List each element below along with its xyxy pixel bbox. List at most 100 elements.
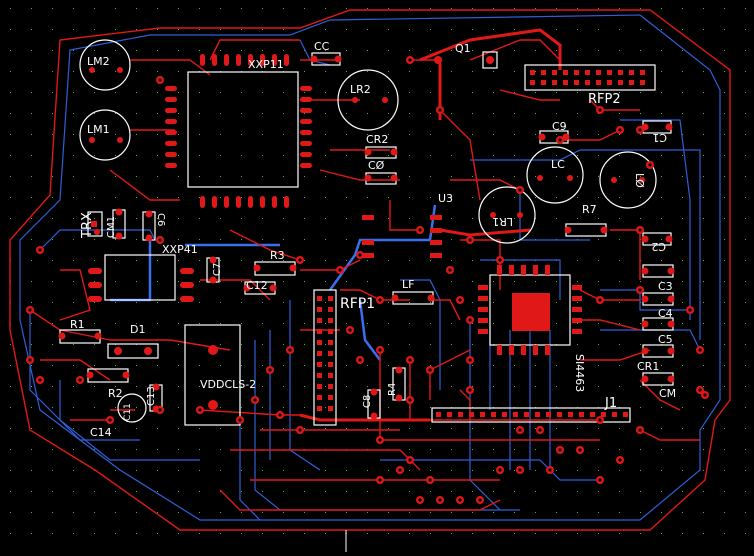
- grid-dot: [178, 113, 179, 114]
- grid-dot: [682, 344, 683, 345]
- grid-dot: [472, 8, 473, 9]
- component-si4463[interactable]: [478, 265, 582, 355]
- grid-dot: [682, 281, 683, 282]
- via-hole: [428, 368, 432, 372]
- grid-dot: [220, 386, 221, 387]
- grid-dot: [178, 134, 179, 135]
- grid-dot: [577, 260, 578, 261]
- grid-dot: [10, 512, 11, 513]
- component-xxp41[interactable]: [88, 254, 194, 302]
- grid-dot: [472, 92, 473, 93]
- grid-dot: [535, 50, 536, 51]
- grid-dot: [661, 323, 662, 324]
- via-hole: [238, 418, 242, 422]
- grid-dot: [262, 428, 263, 429]
- component-xxp11[interactable]: [165, 54, 312, 208]
- grid-dot: [283, 134, 284, 135]
- component-rfp2[interactable]: [524, 64, 656, 91]
- grid-dot: [94, 134, 95, 135]
- grid-dot: [640, 50, 641, 51]
- grid-dot: [556, 491, 557, 492]
- grid-dot: [52, 50, 53, 51]
- grid-dot: [346, 29, 347, 30]
- grid-dot: [346, 92, 347, 93]
- grid-dot: [220, 512, 221, 513]
- grid-dot: [451, 155, 452, 156]
- grid-dot: [535, 491, 536, 492]
- grid-dot: [514, 239, 515, 240]
- grid-dot: [451, 113, 452, 114]
- grid-dot: [10, 470, 11, 471]
- grid-dot: [619, 260, 620, 261]
- grid-dot: [493, 8, 494, 9]
- grid-dot: [220, 470, 221, 471]
- pad: [370, 412, 378, 420]
- grid-dot: [52, 92, 53, 93]
- grid-dot: [136, 155, 137, 156]
- passive-pads: [58, 55, 675, 420]
- grid-dot: [199, 239, 200, 240]
- grid-dot: [724, 29, 725, 30]
- grid-dot: [409, 113, 410, 114]
- grid-dot: [388, 176, 389, 177]
- via-hole: [438, 108, 442, 112]
- grid-dot: [619, 197, 620, 198]
- grid-dot: [472, 323, 473, 324]
- grid-dot: [52, 29, 53, 30]
- grid-dot: [745, 491, 746, 492]
- grid-dot: [535, 512, 536, 513]
- component-j1[interactable]: [431, 407, 631, 423]
- grid-dot: [682, 260, 683, 261]
- grid-dot: [619, 365, 620, 366]
- grid-dot: [724, 344, 725, 345]
- si-pad: [533, 345, 538, 355]
- pad: [665, 123, 673, 131]
- grid-dot: [241, 29, 242, 30]
- grid-dot: [556, 470, 557, 471]
- header-pad: [513, 412, 518, 417]
- grid-dot: [640, 29, 641, 30]
- grid-dot: [262, 50, 263, 51]
- grid-dot: [94, 302, 95, 303]
- header-pad: [469, 412, 474, 417]
- via-hole: [348, 328, 352, 332]
- grid-dot: [304, 8, 305, 9]
- grid-dot: [115, 428, 116, 429]
- grid-dot: [703, 428, 704, 429]
- grid-dot: [451, 218, 452, 219]
- grid-dot: [493, 428, 494, 429]
- label-c3: C3: [658, 280, 673, 293]
- header-pad: [328, 340, 333, 345]
- grid-dot: [52, 407, 53, 408]
- grid-dot: [94, 407, 95, 408]
- grid-dot: [241, 155, 242, 156]
- grid-dot: [472, 29, 473, 30]
- grid-dot: [304, 365, 305, 366]
- pad: [209, 256, 217, 264]
- qfp-pad: [272, 54, 277, 66]
- grid-dot: [10, 197, 11, 198]
- grid-dot: [619, 449, 620, 450]
- grid-dot: [451, 365, 452, 366]
- component-u3[interactable]: [362, 215, 442, 258]
- grid-dot: [304, 386, 305, 387]
- si-pad: [572, 296, 582, 301]
- header-pad: [530, 70, 535, 75]
- grid-dot: [241, 134, 242, 135]
- grid-dot: [220, 50, 221, 51]
- grid-dot: [178, 176, 179, 177]
- grid-dot: [598, 134, 599, 135]
- qfp-pad: [300, 119, 312, 124]
- grid-dot: [598, 470, 599, 471]
- label-cr2: CR2: [366, 133, 388, 146]
- si-pad: [478, 285, 488, 290]
- grid-dot: [346, 8, 347, 9]
- via-hole: [518, 188, 522, 192]
- component-rfp1[interactable]: [313, 289, 337, 426]
- grid-dot: [199, 218, 200, 219]
- grid-dot: [136, 386, 137, 387]
- via-hole: [638, 228, 642, 232]
- grid-dot: [724, 386, 725, 387]
- grid-dot: [136, 365, 137, 366]
- grid-dot: [115, 71, 116, 72]
